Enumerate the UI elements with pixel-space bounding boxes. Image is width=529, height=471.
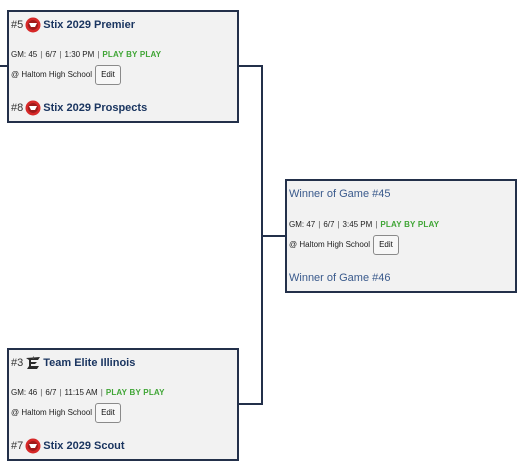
team-name[interactable]: Team Elite Illinois: [43, 357, 136, 369]
play-by-play-link[interactable]: PLAY BY PLAY: [105, 388, 165, 397]
game-time: 3:45 PM: [342, 220, 373, 229]
bottom-team-row[interactable]: #7 Stix 2029 Scout: [11, 438, 125, 454]
bracket-line-left-stub: [0, 65, 7, 67]
game-number: GM: 46: [11, 388, 38, 397]
separator: |: [97, 50, 100, 59]
seed: #5: [11, 19, 24, 31]
separator: |: [337, 220, 340, 229]
venue-name: Haltom High School: [299, 240, 371, 249]
game-card-47: Winner of Game #45 GM: 47|6/7|3:45 PM|PL…: [285, 179, 517, 293]
separator: |: [100, 388, 103, 397]
separator: |: [59, 50, 62, 59]
bracket-line-to-47: [261, 235, 285, 237]
game-info: GM: 46|6/7|11:15 AM|PLAY BY PLAY: [11, 388, 165, 398]
play-by-play-link[interactable]: PLAY BY PLAY: [102, 50, 162, 59]
bottom-team-row[interactable]: #8 Stix 2029 Prospects: [11, 100, 147, 116]
seed: #7: [11, 440, 24, 452]
location-row: @ Haltom High School Edit: [289, 235, 399, 255]
seed: #8: [11, 102, 24, 114]
venue-name: Haltom High School: [21, 70, 93, 79]
separator: |: [318, 220, 321, 229]
venue-name: Haltom High School: [21, 408, 93, 417]
location-row: @ Haltom High School Edit: [11, 65, 121, 85]
game-info: GM: 45|6/7|1:30 PM|PLAY BY PLAY: [11, 50, 161, 60]
separator: |: [59, 388, 62, 397]
separator: |: [375, 220, 378, 229]
stix-logo-icon: [25, 17, 41, 33]
winner-placeholder: Winner of Game #45: [289, 188, 391, 200]
game-time: 1:30 PM: [64, 50, 95, 59]
bracket-line-46-horizontal: [239, 403, 263, 405]
top-team-row: Winner of Game #45: [289, 187, 391, 201]
game-number: GM: 47: [289, 220, 316, 229]
game-time: 11:15 AM: [64, 388, 98, 397]
edit-button[interactable]: Edit: [373, 235, 399, 255]
location-row: @ Haltom High School Edit: [11, 403, 121, 423]
separator: |: [40, 388, 43, 397]
separator: |: [40, 50, 43, 59]
seed: #3: [11, 357, 24, 369]
game-date: 6/7: [45, 50, 57, 59]
team-name[interactable]: Stix 2029 Scout: [43, 440, 125, 452]
at-icon: @: [11, 70, 20, 79]
game-card-46: #3 Team Elite Illinois GM: 46|6/7|11:15 …: [7, 348, 239, 461]
team-elite-logo-icon: [25, 355, 41, 371]
top-team-row[interactable]: #3 Team Elite Illinois: [11, 355, 135, 371]
at-icon: @: [289, 240, 298, 249]
edit-button[interactable]: Edit: [95, 403, 121, 423]
team-name[interactable]: Stix 2029 Prospects: [43, 102, 148, 114]
stix-logo-icon: [25, 438, 41, 454]
stix-logo-icon: [25, 100, 41, 116]
bottom-team-row: Winner of Game #46: [289, 271, 391, 285]
top-team-row[interactable]: #5 Stix 2029 Premier: [11, 17, 135, 33]
team-name[interactable]: Stix 2029 Premier: [43, 19, 135, 31]
winner-placeholder: Winner of Game #46: [289, 272, 391, 284]
game-card-45: #5 Stix 2029 Premier GM: 45|6/7|1:30 PM|…: [7, 10, 239, 123]
bracket-line-45-horizontal: [239, 65, 263, 67]
game-info: GM: 47|6/7|3:45 PM|PLAY BY PLAY: [289, 220, 439, 230]
play-by-play-link[interactable]: PLAY BY PLAY: [380, 220, 440, 229]
at-icon: @: [11, 408, 20, 417]
game-number: GM: 45: [11, 50, 38, 59]
edit-button[interactable]: Edit: [95, 65, 121, 85]
game-date: 6/7: [45, 388, 57, 397]
game-date: 6/7: [323, 220, 335, 229]
